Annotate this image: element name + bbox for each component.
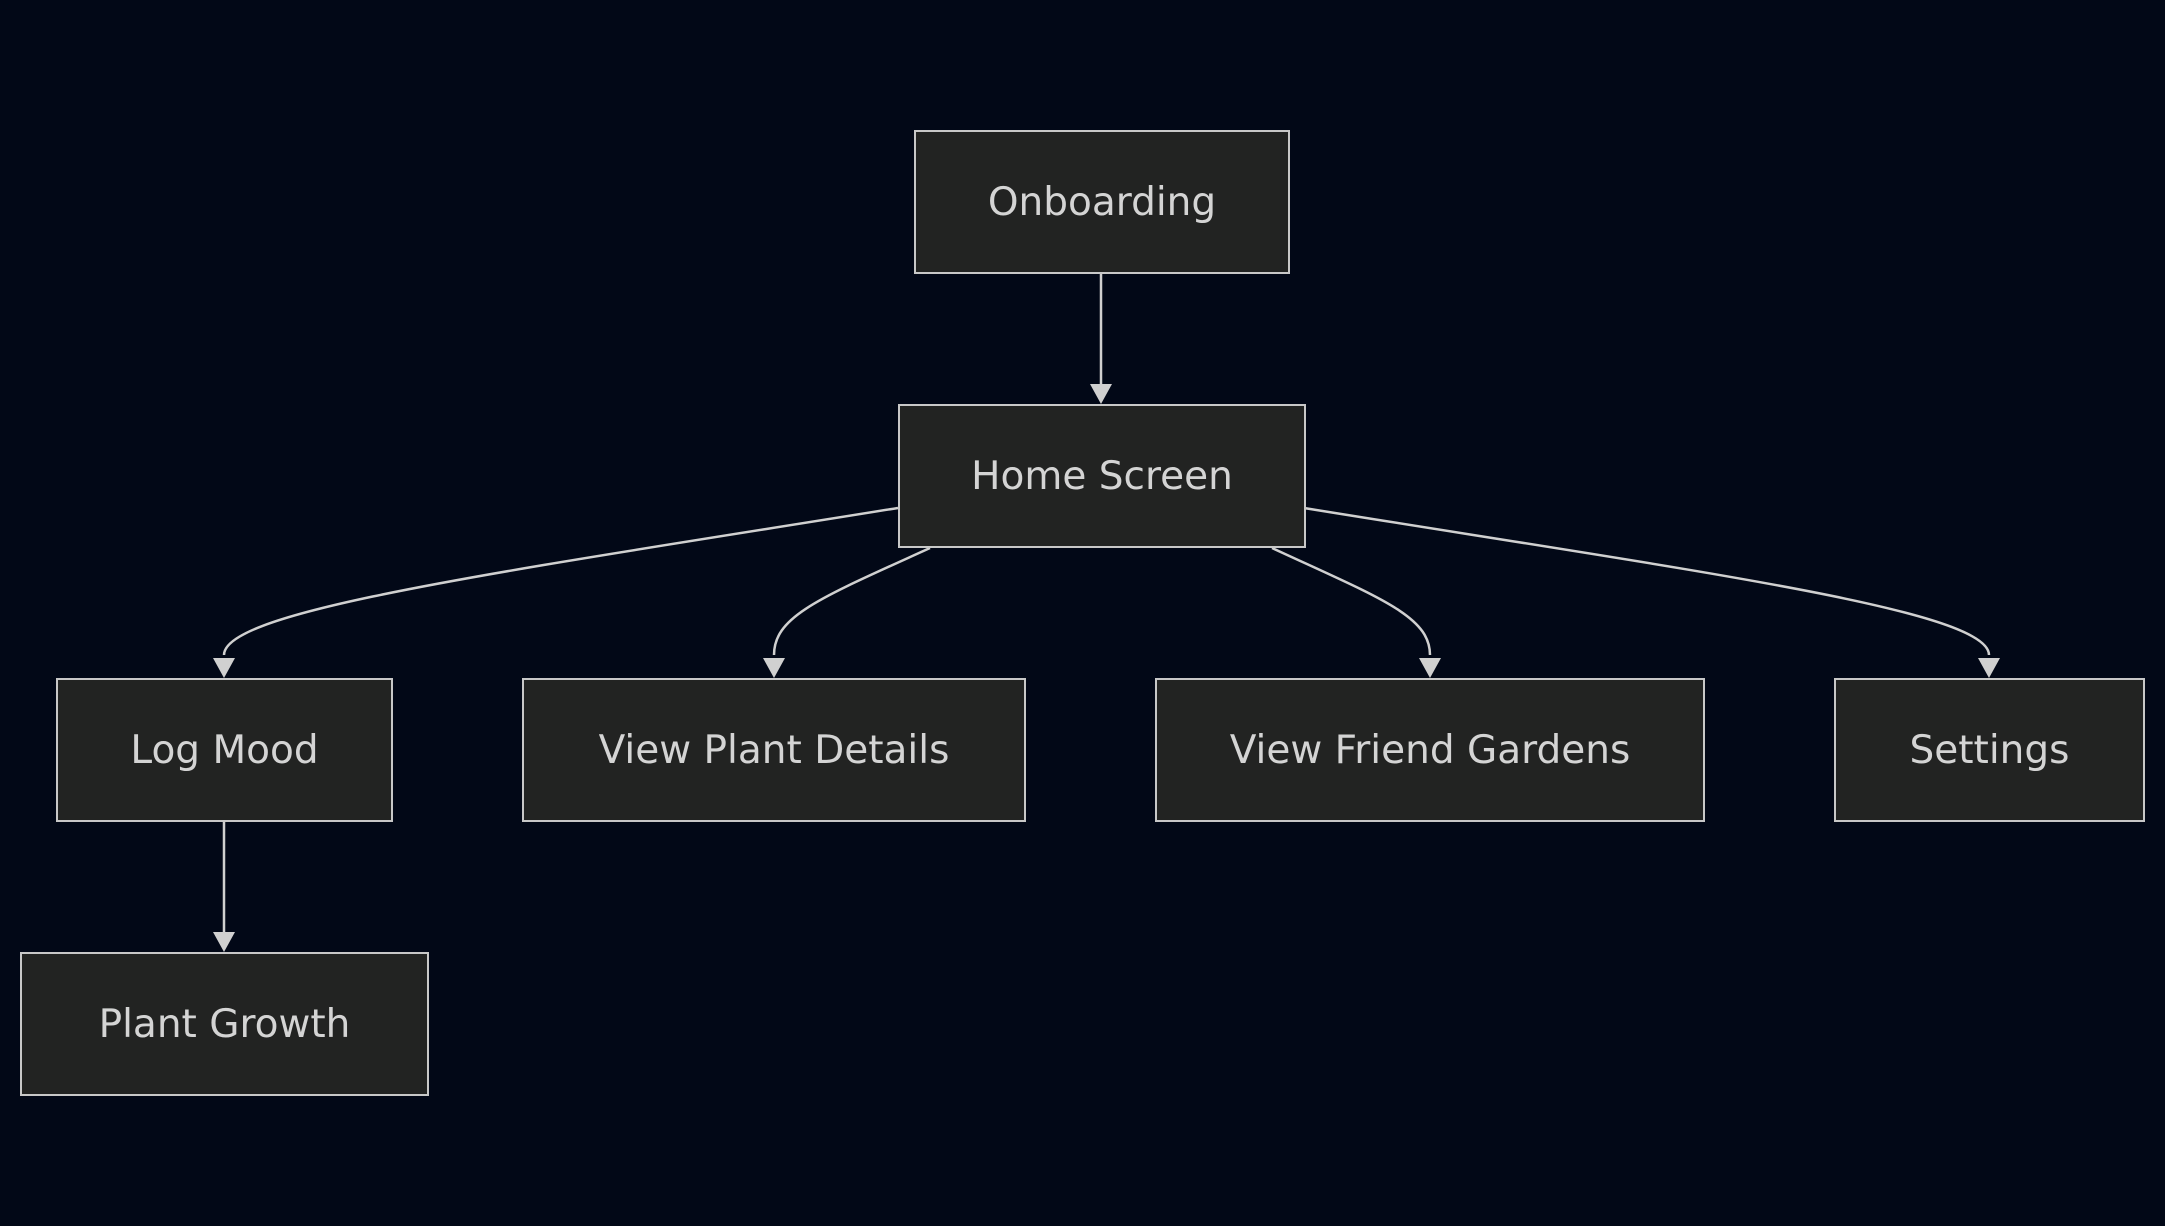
arrowhead-home-logmood [213, 658, 235, 678]
arrowhead-onboarding-home [1090, 384, 1112, 404]
edge-home-plantdetails [772, 546, 931, 656]
node-settings: Settings [1834, 678, 2145, 822]
node-label: Home Screen [971, 453, 1233, 499]
node-label: Plant Growth [98, 1001, 351, 1047]
node-label: Onboarding [987, 179, 1217, 225]
node-view-friend-gardens: View Friend Gardens [1155, 678, 1705, 822]
edge-home-logmood [222, 506, 899, 656]
node-log-mood: Log Mood [56, 678, 393, 822]
arrowhead-home-friendgardens [1419, 658, 1441, 678]
node-label: View Plant Details [598, 727, 950, 773]
node-plant-growth: Plant Growth [20, 952, 429, 1096]
node-home-screen: Home Screen [898, 404, 1306, 548]
edge-home-friendgardens [1271, 546, 1432, 656]
node-onboarding: Onboarding [914, 130, 1290, 274]
arrowhead-home-settings [1978, 658, 2000, 678]
node-view-plant-details: View Plant Details [522, 678, 1026, 822]
node-label: Settings [1909, 727, 2070, 773]
node-label: View Friend Gardens [1229, 727, 1631, 773]
edge-home-settings [1303, 506, 1991, 656]
arrowhead-logmood-plantgrowth [213, 932, 235, 952]
arrowhead-home-plantdetails [763, 658, 785, 678]
node-label: Log Mood [130, 727, 319, 773]
